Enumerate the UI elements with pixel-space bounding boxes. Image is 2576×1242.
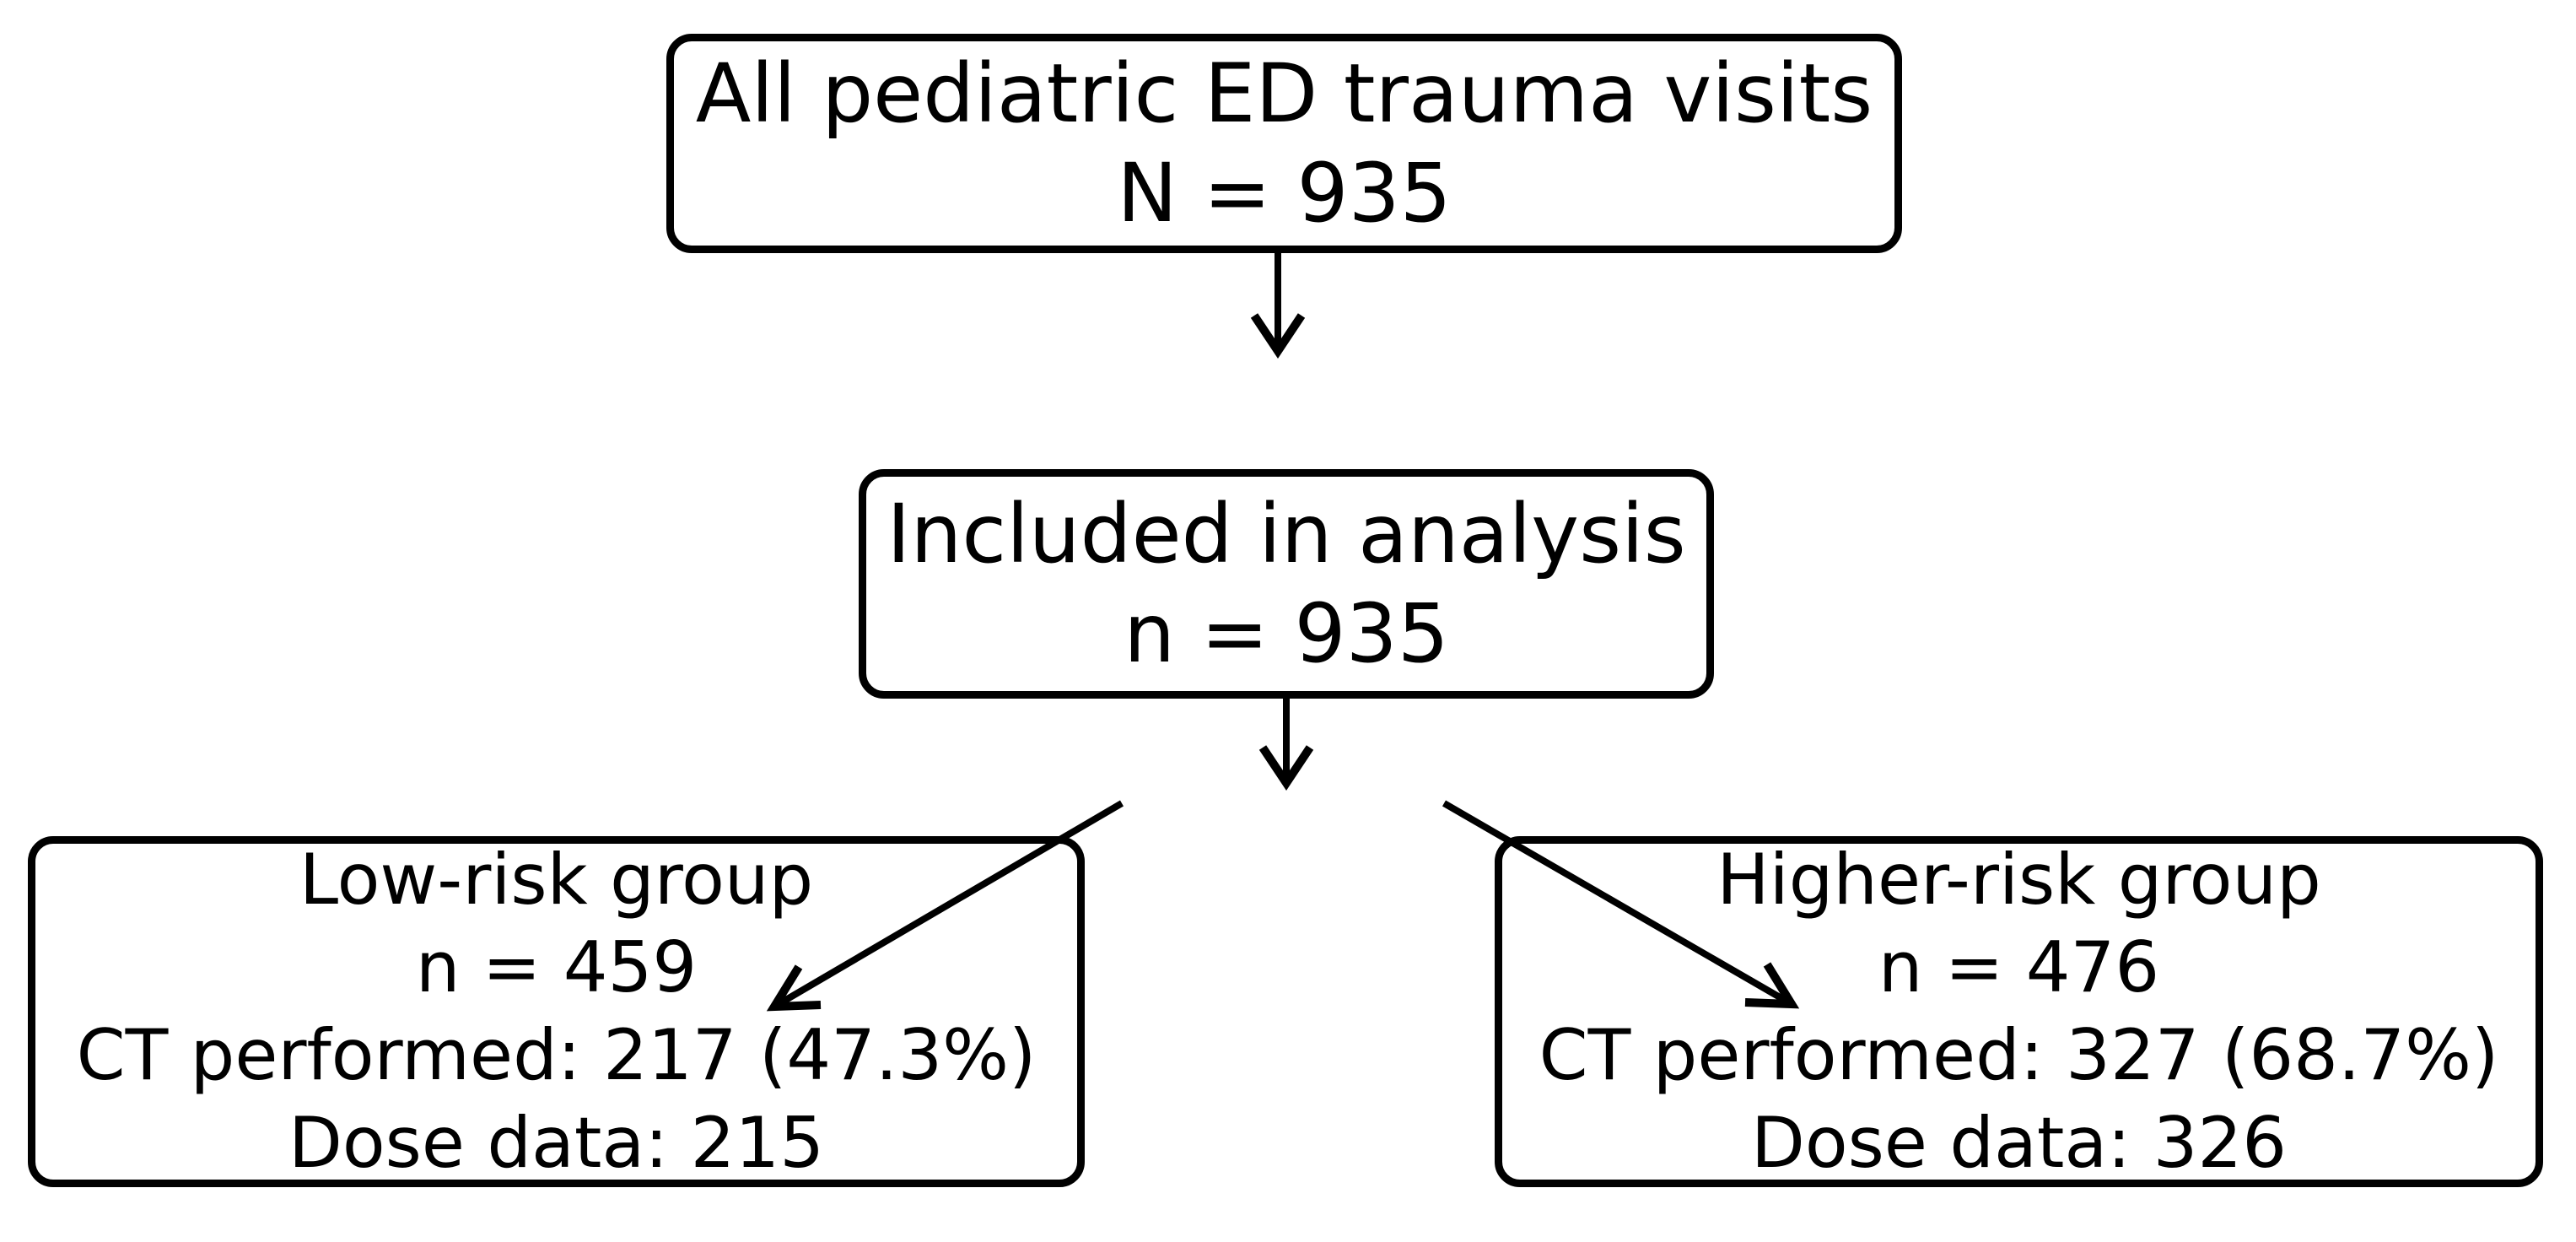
node-higher-risk-dose: Dose data: 326 [1750,1102,2288,1184]
node-higher-risk-title: Higher-risk group [1716,839,2321,921]
node-included-count: n = 935 [1124,586,1449,681]
node-included-title: Included in analysis [887,487,1686,581]
node-all-visits: All pediatric ED trauma visits N = 935 [666,34,1902,253]
node-low-risk-count: n = 459 [415,926,698,1008]
node-included: Included in analysis n = 935 [859,469,1714,699]
node-low-risk-title: Low-risk group [299,839,814,921]
arrowhead-down-icon [1250,313,1306,359]
node-higher-risk: Higher-risk group n = 476 CT performed: … [1495,836,2543,1187]
node-low-risk: Low-risk group n = 459 CT performed: 217… [28,836,1085,1187]
node-all-visits-count: N = 935 [1117,146,1452,240]
node-all-visits-title: All pediatric ED trauma visits [695,46,1873,141]
arrow-middle-down [1258,699,1314,791]
node-higher-risk-ct: CT performed: 327 (68.7%) [1539,1014,2499,1096]
arrow-top-to-middle [1250,253,1306,359]
node-higher-risk-count: n = 476 [1878,926,2160,1008]
node-low-risk-ct: CT performed: 217 (47.3%) [76,1014,1037,1096]
arrowhead-down-icon [1258,745,1314,791]
node-low-risk-dose: Dose data: 215 [288,1102,825,1184]
